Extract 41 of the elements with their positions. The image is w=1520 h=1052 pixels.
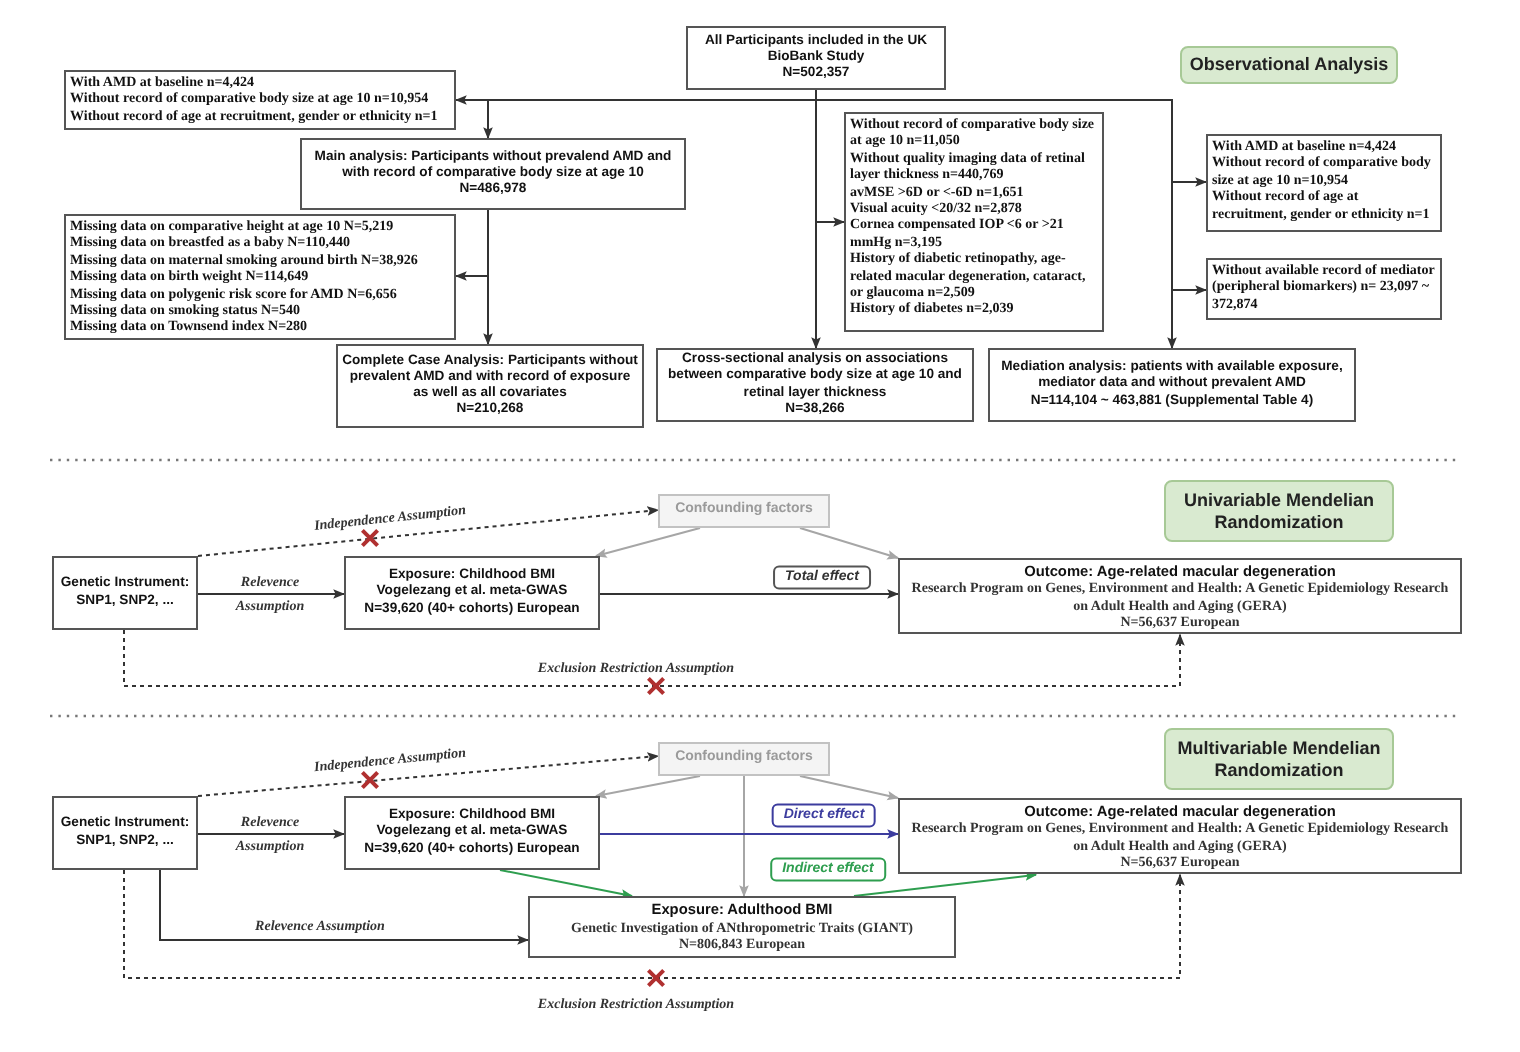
flowchart-box	[686, 26, 946, 90]
arrow	[853, 871, 1038, 897]
arrow	[197, 829, 346, 839]
flowchart-box	[300, 138, 686, 210]
flowchart-box	[988, 348, 1356, 422]
flowchart-box	[528, 896, 956, 958]
arrow	[594, 527, 701, 558]
flowchart-box	[336, 344, 644, 428]
dashed-arrow	[197, 506, 660, 557]
section-title: Multivariable Mendelian Randomization	[1175, 737, 1383, 781]
arrow	[197, 589, 346, 599]
section-title: Univariable Mendelian Randomization	[1181, 489, 1377, 533]
arrow	[739, 775, 749, 898]
arrow	[483, 209, 493, 346]
flowchart-box	[898, 558, 1462, 635]
dashed-arrow	[123, 869, 1185, 979]
section-tag	[1164, 728, 1394, 790]
dashed-arrow	[123, 629, 1185, 687]
arrow	[599, 829, 900, 839]
arrow	[159, 869, 530, 945]
flowchart-box	[898, 798, 1462, 875]
arrow	[499, 869, 634, 899]
exclusion-box	[64, 70, 456, 130]
section-title: Observational Analysis	[1187, 54, 1391, 76]
flowchart-box	[656, 348, 974, 422]
exclusion-box	[1206, 134, 1442, 232]
section-tag	[1164, 480, 1394, 542]
exclusion-box	[64, 214, 456, 340]
arrow	[594, 775, 701, 799]
arrow	[599, 589, 900, 599]
arrow	[799, 775, 900, 801]
confounder-box	[658, 742, 830, 776]
flowchart-box	[344, 796, 600, 870]
arrow	[799, 527, 900, 560]
flowchart-box	[52, 556, 198, 630]
section-tag	[1180, 46, 1398, 84]
confounder-box	[658, 494, 830, 528]
exclusion-box	[844, 112, 1104, 332]
flowchart-box	[52, 796, 198, 870]
dashed-arrow	[197, 752, 660, 797]
flowchart-box	[344, 556, 600, 630]
